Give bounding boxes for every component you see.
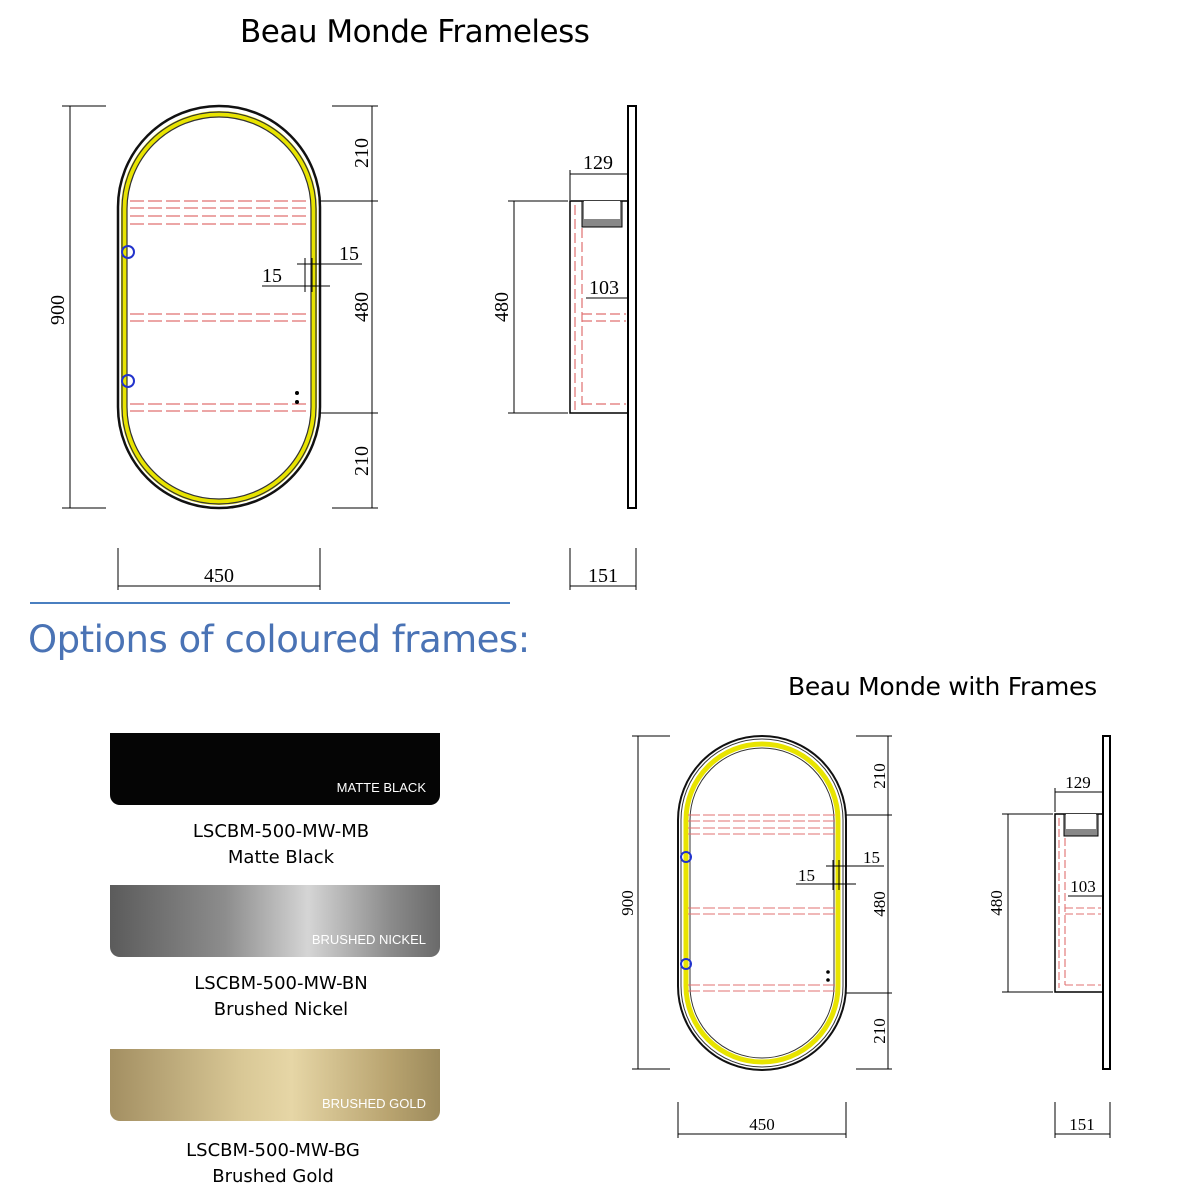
- swatch-label-brushed-gold: BRUSHED GOLD: [321, 1096, 426, 1111]
- frameless-title: Beau Monde Frameless: [240, 14, 590, 50]
- dim-inset-right-framed: 15: [863, 848, 880, 867]
- options-heading: Options of coloured frames:: [28, 618, 530, 661]
- with-frames-title: Beau Monde with Frames: [788, 672, 1097, 701]
- dim-depth-top-framed: 129: [1065, 773, 1091, 792]
- dim-middle-framed: 480: [870, 891, 889, 917]
- dim-depth-total-framed: 151: [1069, 1115, 1095, 1134]
- finish-name: Matte Black: [227, 847, 335, 868]
- dim-inset-left-framed: 15: [798, 866, 815, 885]
- dim-middle: 480: [351, 292, 373, 322]
- swatch-matte-black: MATTE BLACK: [110, 733, 440, 805]
- dim-side-height: 480: [491, 292, 513, 322]
- dim-depth-top: 129: [583, 152, 613, 174]
- dim-inset-left: 15: [262, 265, 282, 287]
- dim-bottom-radius: 210: [351, 446, 373, 476]
- finish-caption-matte-black: LSCBM-500-MW-MB Matte Black: [116, 819, 446, 871]
- finish-name: Brushed Nickel: [213, 999, 349, 1020]
- dim-height-total-framed: 900: [618, 890, 637, 916]
- dim-depth-inner: 103: [589, 277, 619, 299]
- framed-front-view: 900 210 480 210 15 15 450: [618, 735, 892, 1138]
- frameless-side-view: 129 103 480 151: [491, 105, 637, 590]
- dim-top-radius: 210: [351, 138, 373, 168]
- dim-top-radius-framed: 210: [870, 763, 889, 789]
- frameless-front-view: 900 210 480 210 15 15 450: [47, 104, 378, 590]
- framed-side-view: 129 103 480 151: [987, 735, 1111, 1138]
- finish-caption-brushed-nickel: LSCBM-500-MW-BN Brushed Nickel: [116, 971, 446, 1023]
- dim-height-total: 900: [47, 295, 69, 325]
- finish-code: LSCBM-500-MW-BG: [186, 1140, 360, 1161]
- dim-depth-inner-framed: 103: [1070, 877, 1096, 896]
- dim-side-height-framed: 480: [987, 890, 1006, 916]
- section-divider: [30, 602, 510, 604]
- swatch-brushed-gold: BRUSHED GOLD: [110, 1049, 440, 1121]
- finish-code: LSCBM-500-MW-BN: [194, 973, 368, 994]
- dim-width: 450: [204, 565, 234, 587]
- dim-inset-right: 15: [339, 243, 359, 265]
- swatch-label-matte-black: MATTE BLACK: [336, 780, 426, 795]
- finish-code: LSCBM-500-MW-MB: [192, 821, 370, 842]
- finish-name: Brushed Gold: [212, 1166, 334, 1187]
- dim-depth-total: 151: [588, 565, 618, 587]
- dim-width-framed: 450: [749, 1115, 775, 1134]
- swatch-brushed-nickel: BRUSHED NICKEL: [110, 885, 440, 957]
- finish-caption-brushed-gold: LSCBM-500-MW-BG Brushed Gold: [108, 1138, 438, 1190]
- swatch-label-brushed-nickel: BRUSHED NICKEL: [311, 932, 426, 947]
- dim-bottom-radius-framed: 210: [870, 1018, 889, 1044]
